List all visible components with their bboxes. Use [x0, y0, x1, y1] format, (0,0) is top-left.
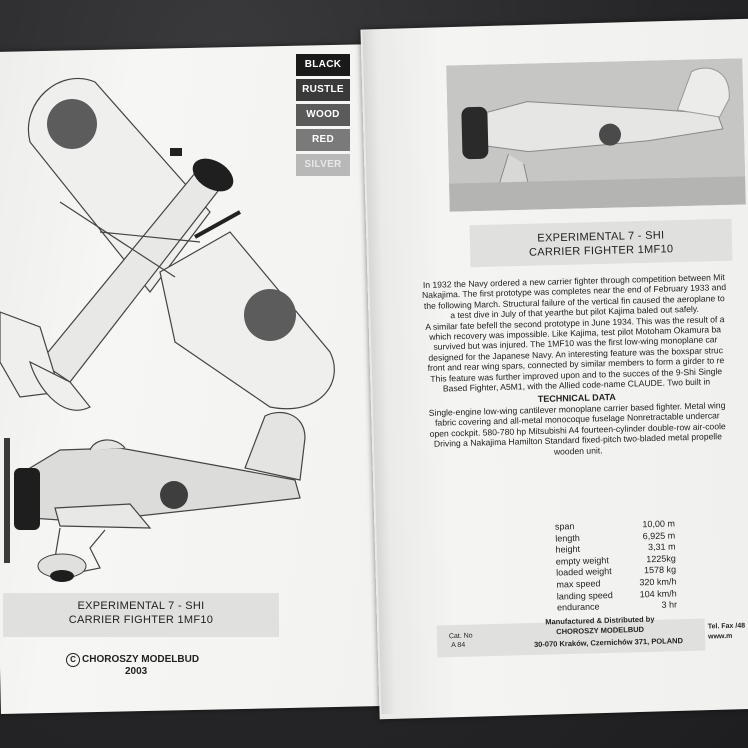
copyright-text: CHOROSZY MODELBUD [82, 654, 200, 665]
swatch-silver: SILVER [296, 154, 350, 176]
spec-label: height [555, 544, 581, 555]
telephone-fax: Tel. Fax /48 [707, 622, 746, 631]
aircraft-photo-image [446, 58, 746, 212]
swatch-rustle: RUSTLE [296, 79, 350, 101]
spec-value: 1225kg [646, 553, 676, 564]
catalog-number: A 84 [451, 641, 466, 650]
swatch-wood: WOOD [296, 104, 350, 126]
description-text: In 1932 the Navy ordered a new carrier f… [396, 271, 748, 460]
copyright-icon: C [66, 653, 80, 667]
website: www.m [708, 632, 733, 641]
spec-value: 320 km/h [639, 576, 677, 588]
side-view-aircraft-drawing [4, 411, 306, 582]
spec-value: 3 hr [661, 599, 678, 610]
spec-value: 6,925 m [642, 530, 676, 541]
spec-label: span [554, 521, 575, 532]
spec-value: 104 km/h [639, 587, 677, 599]
spec-label: landing speed [556, 589, 613, 602]
right-caption: EXPERIMENTAL 7 - SHI CARRIER FIGHTER 1MF… [469, 218, 733, 268]
colour-legend: BLACK RUSTLE WOOD RED SILVER [296, 54, 350, 179]
spec-value: 3,31 m [647, 541, 676, 553]
copyright-year: 2003 [125, 666, 148, 677]
contact-block: Tel. Fax /48 www.m [708, 622, 746, 643]
left-caption-line2: CARRIER FIGHTER 1MF10 [68, 614, 214, 626]
catalog-label: Cat. No [448, 632, 473, 641]
spec-label: endurance [556, 601, 600, 613]
left-caption-line1: EXPERIMENTAL 7 - SHI [77, 600, 205, 612]
manufacturer-block: Manufactured & Distributed by CHOROSZY M… [520, 614, 680, 638]
spec-label: length [555, 532, 580, 544]
swatch-red: RED [296, 129, 350, 151]
aircraft-photo [446, 58, 746, 212]
spec-label: loaded weight [556, 566, 612, 578]
spec-value: 1578 kg [643, 564, 677, 576]
swatch-black: BLACK [296, 54, 350, 76]
top-view-aircraft-drawing [0, 77, 335, 411]
spec-value: 10,00 m [642, 518, 676, 530]
specifications-table: span 10,00 m length 6,925 m height 3,31 m e… [555, 518, 677, 614]
left-caption: EXPERIMENTAL 7 - SHI CARRIER FIGHTER 1MF… [3, 593, 279, 637]
